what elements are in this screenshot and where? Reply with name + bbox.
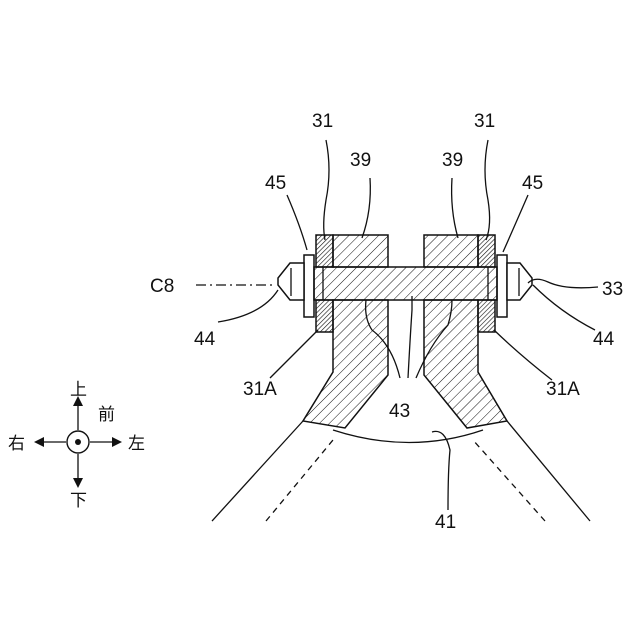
label-31-left: 31 <box>312 111 333 132</box>
leader-lines <box>218 140 598 510</box>
direction-up: 上 <box>70 380 87 400</box>
label-43: 43 <box>389 401 410 422</box>
label-31a-left: 31A <box>243 379 277 400</box>
direction-left: 左 <box>128 434 145 454</box>
label-45-right: 45 <box>522 173 543 194</box>
leader-39-right <box>452 178 458 238</box>
label-33: 33 <box>602 279 623 300</box>
direction-front: 前 <box>98 405 115 425</box>
direction-right: 右 <box>8 434 25 454</box>
shaft-body <box>314 267 497 300</box>
label-c8: C8 <box>150 276 174 297</box>
arrow-right-head <box>34 437 44 447</box>
leader-45-left <box>287 195 307 250</box>
left-leg-hidden-line <box>266 440 333 521</box>
label-31a-right: 31A <box>546 379 580 400</box>
direction-indicator: 上 前 右 左 下 <box>8 380 145 511</box>
arrow-left-head <box>112 437 122 447</box>
leader-31a-left <box>270 330 318 378</box>
leader-31-right <box>485 140 490 240</box>
leader-43-b <box>408 296 412 378</box>
label-39-left: 39 <box>350 150 371 171</box>
leader-44-right <box>533 285 595 330</box>
left-plate-31a-bottom <box>316 300 333 332</box>
leader-39-left <box>362 178 370 238</box>
right-leg-outer-line <box>507 421 590 521</box>
leader-31-left <box>324 140 329 240</box>
left-washer-45 <box>304 255 314 317</box>
front-dot-icon <box>75 439 81 445</box>
right-plate-31a-bottom <box>478 300 495 332</box>
label-39-right: 39 <box>442 150 463 171</box>
leader-44-left <box>218 290 278 322</box>
label-31-right: 31 <box>474 111 495 132</box>
shaft-33 <box>278 263 532 300</box>
leader-33 <box>528 279 598 288</box>
right-leg-hidden-line <box>473 440 545 521</box>
frame-legs <box>212 421 590 521</box>
label-45-left: 45 <box>265 173 286 194</box>
right-washer-45 <box>497 255 507 317</box>
frame-arc-41 <box>333 430 483 443</box>
left-bracket-top <box>333 235 388 267</box>
right-bracket-top <box>424 235 478 267</box>
leader-41 <box>432 431 450 510</box>
label-44-right: 44 <box>593 329 615 350</box>
arrow-down-head <box>73 478 83 488</box>
left-leg-outer-line <box>212 421 303 521</box>
label-44-left: 44 <box>194 329 216 350</box>
label-41: 41 <box>435 512 456 533</box>
direction-down: 下 <box>70 491 87 511</box>
leader-31a-right <box>494 330 552 380</box>
leader-45-right <box>503 195 528 252</box>
